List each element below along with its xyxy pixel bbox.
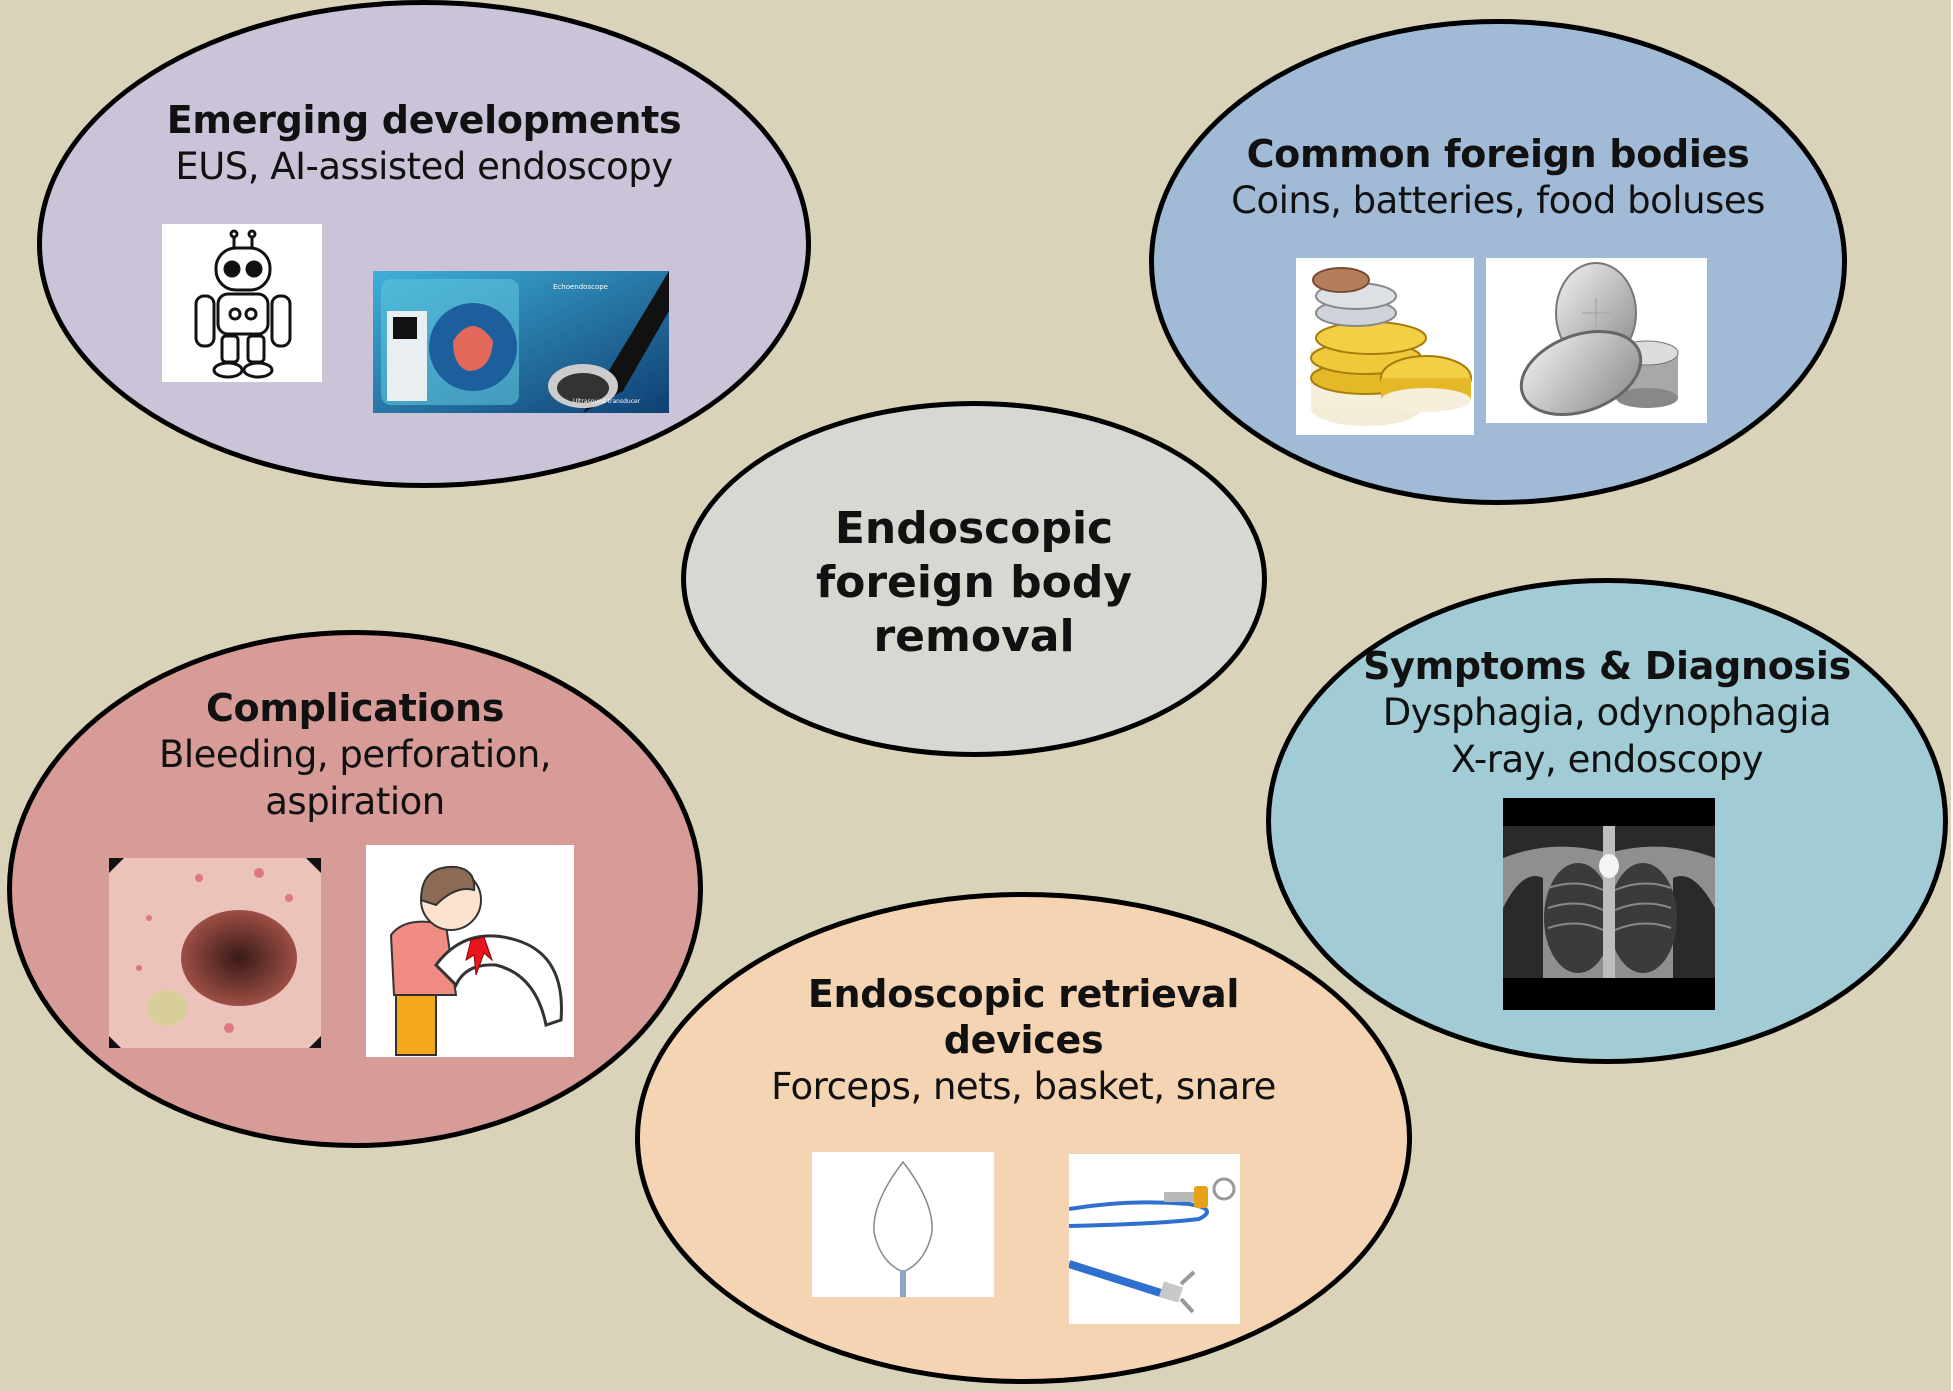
node-title: Complications [205,686,505,730]
echoendoscope-label: Echoendoscope [553,283,608,291]
node-description-line-1: Bleeding, perforation, [158,733,552,776]
node-title-line-2: devices [943,1018,1104,1062]
robot-icon [162,224,322,382]
central-title-line-3: removal [873,611,1075,662]
node-endoscopic-retrieval-devices: Endoscopic retrieval devices Forceps, ne… [635,892,1412,1384]
snare-loop-image [812,1152,994,1297]
right-edge-border [1951,0,1953,1391]
chest-xray-image [1503,798,1715,1010]
node-complications: Complications Bleeding, perforation, asp… [7,630,703,1148]
retrieval-forceps-image [1069,1154,1240,1324]
central-topic: Endoscopic foreign body removal [681,401,1267,757]
node-title: Common foreign bodies [1246,132,1750,176]
endoscopic-esophagus-photo [109,858,321,1048]
button-batteries-image [1486,258,1707,423]
node-emerging-developments: Emerging developments EUS, AI-assisted e… [37,0,811,488]
node-description: EUS, AI-assisted endoscopy [175,145,673,188]
node-description: Coins, batteries, food boluses [1231,179,1765,222]
echoendoscope-image: Echoendoscope Ultrasound transducer [373,271,669,413]
node-description: Forceps, nets, basket, snare [771,1065,1276,1108]
node-title: Symptoms & Diagnosis [1363,644,1851,688]
ultrasound-transducer-label: Ultrasound transducer [573,398,641,405]
central-title-line-1: Endoscopic [834,503,1114,554]
node-description-line-2: X-ray, endoscopy [1450,738,1764,781]
node-title: Emerging developments [166,98,682,142]
node-title-line-1: Endoscopic retrieval [807,972,1240,1016]
node-common-foreign-bodies: Common foreign bodies Coins, batteries, … [1149,19,1847,505]
node-description-line-1: Dysphagia, odynophagia [1382,691,1832,734]
vomiting-blood-illustration [366,845,574,1057]
node-description-line-2: aspiration [265,780,445,823]
coin-stack-image [1296,258,1474,435]
node-symptoms-diagnosis: Symptoms & Diagnosis Dysphagia, odynopha… [1266,578,1948,1064]
central-title-line-2: foreign body [815,557,1133,608]
